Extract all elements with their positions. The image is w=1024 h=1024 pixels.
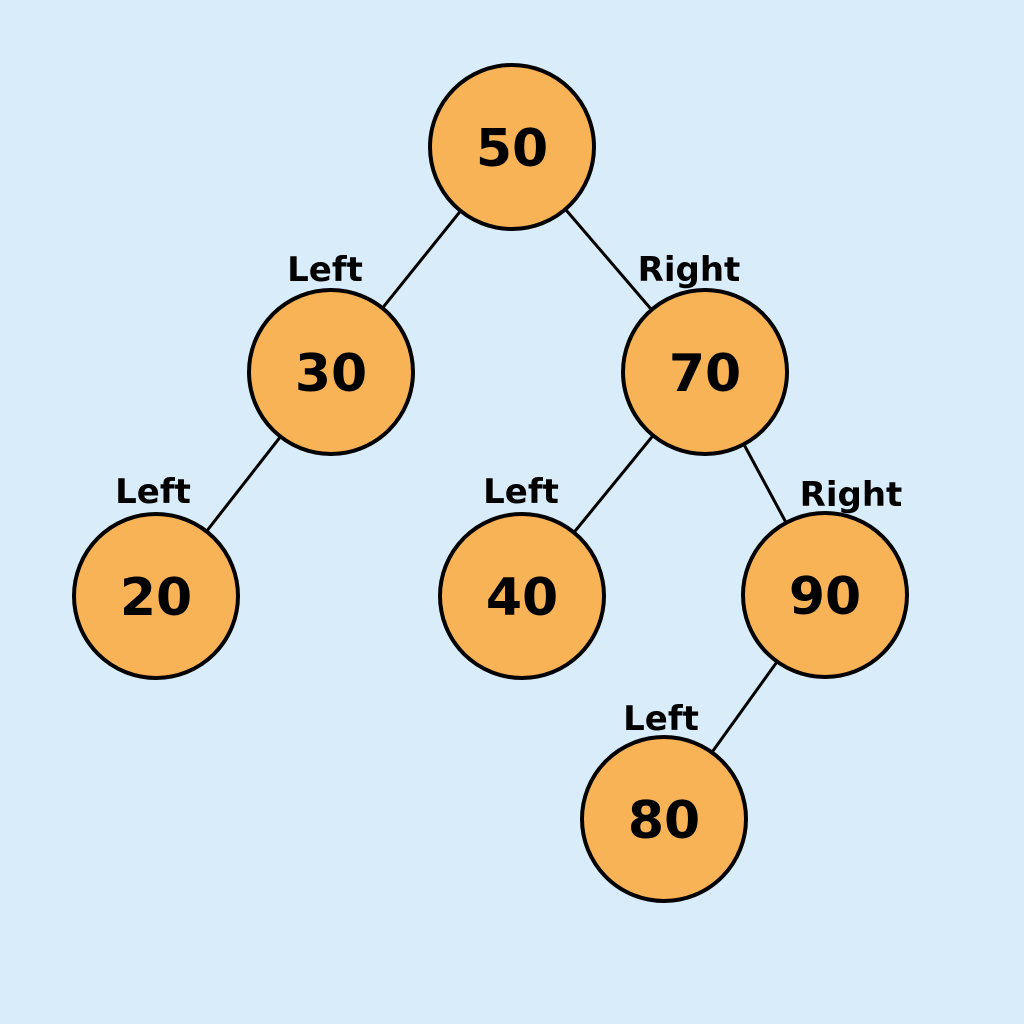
node-50-circle [428, 63, 596, 231]
edge-label-70-40: Left [483, 472, 559, 512]
tree-nodes [72, 63, 909, 903]
edge-label-30-20: Left [115, 472, 191, 512]
edge-label-70-90: Right [800, 475, 903, 515]
node-50-value: 50 [476, 119, 548, 179]
node-30-value: 30 [295, 344, 367, 404]
node-20-value: 20 [120, 568, 192, 628]
node-80-circle [580, 735, 748, 903]
edge-labels: Left Right Left Left Right Left [115, 250, 902, 739]
node-20-circle [72, 512, 240, 680]
node-70-value: 70 [669, 344, 741, 404]
node-values: 50 30 70 20 40 90 80 [120, 119, 861, 851]
edge-label-90-80: Left [623, 699, 699, 739]
node-80-value: 80 [628, 791, 700, 851]
node-40-circle [438, 512, 606, 680]
node-90-value: 90 [789, 567, 861, 627]
node-70-circle [621, 288, 789, 456]
edge-label-50-30: Left [287, 250, 363, 290]
node-30-circle [247, 288, 415, 456]
node-40-value: 40 [486, 568, 558, 628]
node-90-circle [741, 511, 909, 679]
edge-label-50-70: Right [638, 250, 741, 290]
